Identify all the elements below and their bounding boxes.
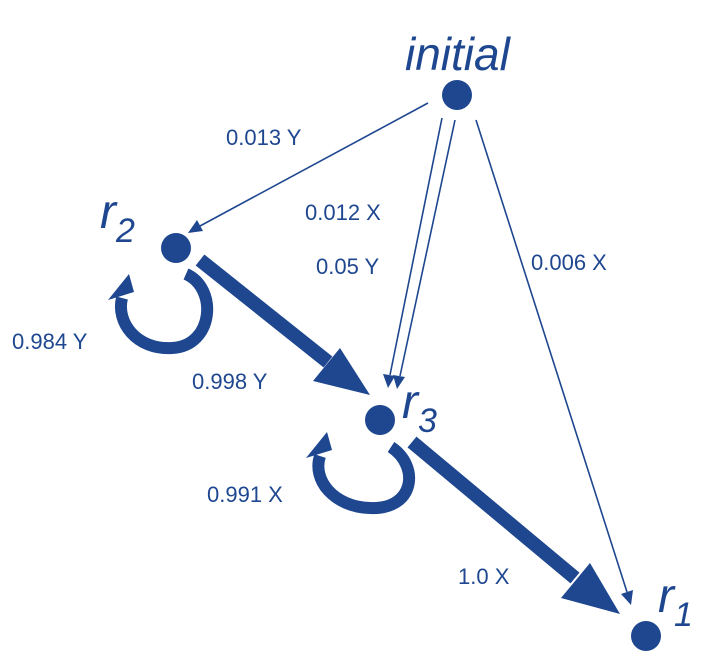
arrowhead	[621, 590, 633, 605]
node-label-r1: r1	[658, 570, 693, 634]
edge-label-initial-r1: 0.006 X	[531, 250, 607, 275]
arrowhead	[383, 374, 395, 388]
edge-label-r3-r1: 1.0 X	[458, 564, 510, 589]
edge-label-r2-loop: 0.984 Y	[12, 329, 88, 354]
self-loop-r2	[108, 268, 214, 355]
edge-line	[389, 117, 443, 376]
edge-label-r3-loop: 0.991 X	[207, 482, 283, 507]
arrowhead	[561, 563, 620, 614]
edge-initial-r3-y	[393, 119, 456, 389]
edge-r3-r1	[407, 436, 620, 614]
node-label-r1-main: r	[658, 570, 676, 623]
edge-line	[407, 436, 580, 584]
node-label-r3-subscript: 3	[418, 402, 437, 440]
node-label-r3-main: r	[402, 376, 420, 429]
node-r2	[161, 233, 191, 263]
edge-label-r2-r3: 0.998 Y	[192, 369, 268, 394]
node-label-r2-subscript: 2	[115, 212, 135, 250]
node-label-r2: r2	[100, 186, 135, 250]
arrowhead	[313, 348, 370, 395]
edge-label-initial-r3-x: 0.012 X	[305, 200, 381, 225]
edge-label-initial-r2: 0.013 Y	[226, 125, 302, 150]
arrowhead	[393, 375, 405, 389]
node-r3	[365, 405, 395, 435]
node-label-initial: initial	[405, 28, 512, 80]
node-r1	[631, 621, 661, 651]
edge-label-initial-r3-y: 0.05 Y	[316, 254, 380, 279]
node-label-r2-main: r	[100, 186, 118, 239]
self-loop-r3	[306, 432, 416, 515]
edge-initial-r3-x	[383, 117, 443, 388]
node-label-r3: r3	[402, 376, 437, 440]
edge-initial-r2	[188, 102, 429, 233]
node-label-r1-subscript: 1	[674, 596, 693, 634]
arrowhead	[306, 432, 332, 458]
edge-line	[199, 102, 429, 227]
edge-line	[399, 119, 456, 377]
arrowhead	[108, 274, 134, 300]
edge-line	[195, 254, 333, 368]
node-initial	[442, 80, 472, 110]
edge-initial-r1	[475, 119, 633, 605]
loop-path	[312, 441, 416, 515]
edge-line	[475, 119, 628, 593]
edge-r2-r3	[195, 254, 370, 395]
arrowhead	[188, 220, 203, 233]
loop-path	[114, 268, 214, 355]
